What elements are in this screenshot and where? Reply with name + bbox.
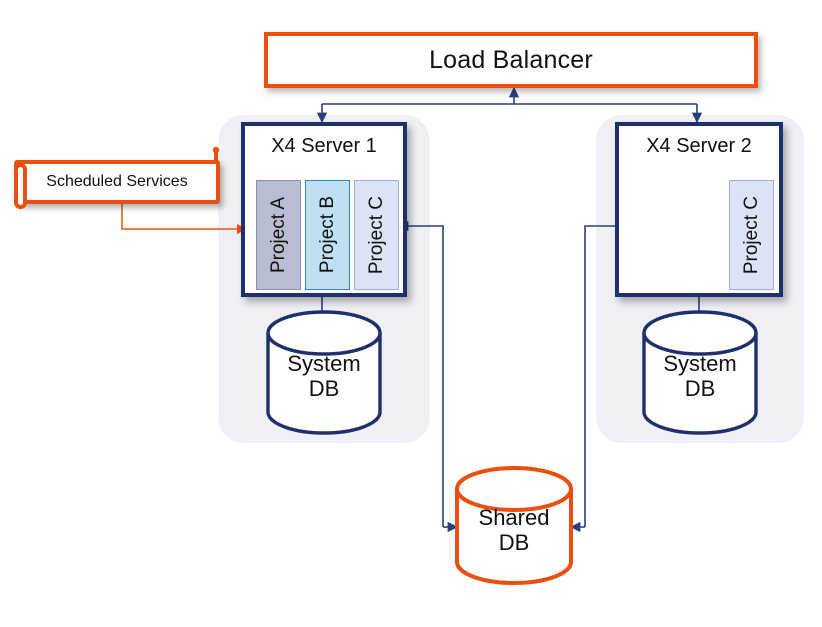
shareddb-to-server1-connector xyxy=(397,220,444,527)
server-2-title: X4 Server 2 xyxy=(646,135,752,157)
system-db-2-shape xyxy=(642,310,758,435)
project-b-label: Project B xyxy=(317,196,338,274)
system-db-2-line1: System xyxy=(663,351,737,376)
project-slab-c-server1[interactable]: Project C xyxy=(354,180,399,290)
shared-db-shape xyxy=(455,466,573,585)
shared-db-line2: DB xyxy=(498,529,530,555)
load-balancer-label: Load Balancer xyxy=(429,45,593,74)
system-db-2-label: System DB xyxy=(0,351,822,401)
system-db-1-label: System DB xyxy=(0,351,822,401)
shared-db-line1: Shared xyxy=(478,505,550,530)
project-a-label: Project A xyxy=(268,196,289,274)
load-balancer-box[interactable]: Load Balancer xyxy=(264,32,758,88)
shared-db-label: Shared DB xyxy=(0,505,822,555)
server-1-title: X4 Server 1 xyxy=(271,135,377,157)
note-left-spine xyxy=(14,163,27,209)
project-c-label-server1: Project C xyxy=(366,195,387,275)
system-db-1-line1: System xyxy=(287,351,361,376)
scheduled-services-note[interactable]: Scheduled Services xyxy=(14,160,220,204)
project-slab-c-server2[interactable]: Project C xyxy=(729,180,774,290)
scheduled-services-to-project-a-connector xyxy=(121,203,248,235)
scheduled-services-label: Scheduled Services xyxy=(46,173,188,190)
system-db-1-shape xyxy=(266,310,382,435)
server-box-2[interactable]: X4 Server 2 Project C xyxy=(615,122,783,297)
project-slab-b[interactable]: Project B xyxy=(305,180,350,290)
project-slab-a[interactable]: Project A xyxy=(256,180,301,290)
server-box-1[interactable]: X4 Server 1 Project A Project B Project … xyxy=(241,122,407,297)
system-db-2-line2: DB xyxy=(684,375,716,401)
project-c-label-server2: Project C xyxy=(741,195,762,275)
system-db-1-line2: DB xyxy=(308,375,340,401)
